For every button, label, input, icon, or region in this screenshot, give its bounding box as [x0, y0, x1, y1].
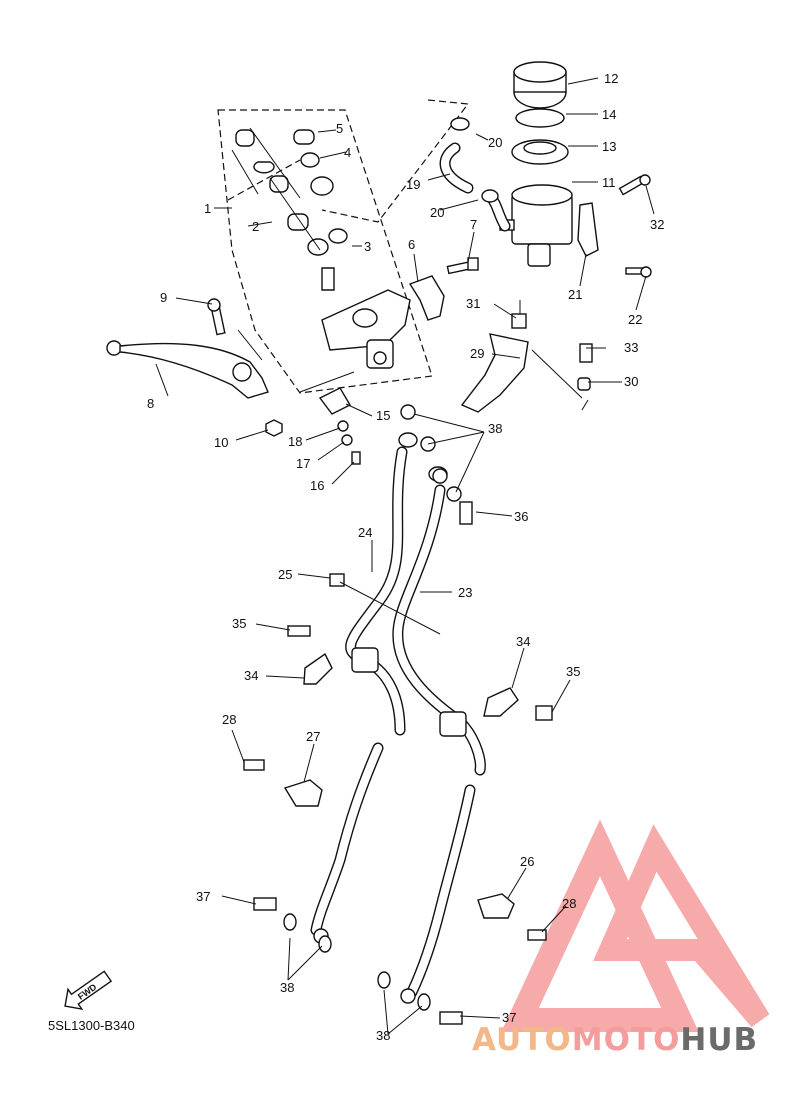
callout-38a: 38 [488, 421, 502, 436]
pivot-bolt-9 [207, 298, 226, 336]
brand-part-3: HUB [680, 1022, 759, 1058]
callout-31: 31 [466, 296, 480, 311]
callout-36: 36 [514, 509, 528, 524]
callout-16: 16 [310, 478, 324, 493]
callout-37b: 37 [502, 1010, 516, 1025]
joint-blocks [351, 647, 467, 737]
callout-37a: 37 [196, 889, 210, 904]
callout-labels: 1 2 3 5 4 6 7 8 9 10 11 12 13 14 15 16 1… [147, 71, 664, 1043]
callout-21: 21 [568, 287, 582, 302]
piston-kit [235, 129, 348, 291]
callout-38b: 38 [280, 980, 294, 995]
holder-6 [408, 275, 445, 321]
callout-13: 13 [602, 139, 616, 154]
callout-28a: 28 [222, 712, 236, 727]
brand-part-1: AUTO [472, 1022, 572, 1058]
cap-plate [515, 108, 565, 128]
lower-hose-fittings [283, 913, 431, 1011]
hose-guides [283, 652, 519, 919]
callout-26: 26 [520, 854, 534, 869]
nut-22 [625, 266, 652, 278]
callout-27: 27 [306, 729, 320, 744]
callout-38c: 38 [376, 1028, 390, 1043]
diaphragm [511, 139, 569, 165]
bracket-29 [460, 333, 529, 413]
callout-17: 17 [296, 456, 310, 471]
outline-connector [227, 159, 301, 201]
reservoir-bolt [618, 174, 651, 196]
callout-23: 23 [458, 585, 472, 600]
assembly-outline [217, 109, 433, 394]
brake-switch [318, 387, 361, 465]
callout-5: 5 [336, 121, 343, 136]
bolts-lower [243, 625, 553, 1025]
bolt-7 [446, 257, 479, 275]
hose-clamp-25 [329, 573, 441, 635]
callout-10: 10 [214, 435, 228, 450]
callout-34a: 34 [244, 668, 258, 683]
callout-25: 25 [278, 567, 292, 582]
watermark-logo [501, 819, 770, 1032]
callout-29: 29 [470, 346, 484, 361]
brand-watermark: AUTOMOTOHUB [472, 1022, 758, 1058]
callout-1: 1 [204, 201, 211, 216]
banjo-fittings-upper [398, 404, 462, 502]
callout-14: 14 [602, 107, 616, 122]
banjo-bolt-36 [459, 501, 473, 525]
callout-2: 2 [252, 219, 259, 234]
callout-33: 33 [624, 340, 638, 355]
callout-9: 9 [160, 290, 167, 305]
callout-28b: 28 [562, 896, 576, 911]
hose-clip-lower [481, 189, 499, 203]
callout-4: 4 [344, 145, 351, 160]
collar-30 [577, 377, 591, 391]
master-cylinder-reservoir [499, 184, 573, 267]
callout-24: 24 [358, 525, 372, 540]
callout-35b: 35 [566, 664, 580, 679]
reservoir-bracket [577, 202, 599, 257]
bolt-33 [579, 343, 593, 363]
callout-35a: 35 [232, 616, 246, 631]
callout-6: 6 [408, 237, 415, 252]
callout-11: 11 [602, 175, 616, 190]
master-cylinder-body [321, 289, 411, 369]
diagram-code: 5SL1300-B340 [48, 1018, 135, 1033]
callout-7: 7 [470, 217, 477, 232]
reservoir-outline [321, 99, 470, 223]
reservoir-cap [513, 61, 567, 109]
callout-19: 19 [406, 177, 420, 192]
fitting-31 [511, 300, 527, 329]
callout-18: 18 [288, 434, 302, 449]
fwd-arrow-icon: FWD [64, 970, 113, 1010]
leader-lines [155, 77, 655, 1035]
callout-15: 15 [376, 408, 390, 423]
brake-lever [106, 340, 269, 399]
callout-20b: 20 [430, 205, 444, 220]
callout-22: 22 [628, 312, 642, 327]
callout-34b: 34 [516, 634, 530, 649]
brand-part-2: MOTO [571, 1022, 681, 1058]
callout-8: 8 [147, 396, 154, 411]
callout-20a: 20 [488, 135, 502, 150]
callout-32: 32 [650, 217, 664, 232]
callout-30: 30 [624, 374, 638, 389]
nut-10 [265, 419, 283, 437]
callout-3: 3 [364, 239, 371, 254]
callout-12: 12 [604, 71, 618, 86]
hose-clip-upper [450, 117, 470, 131]
